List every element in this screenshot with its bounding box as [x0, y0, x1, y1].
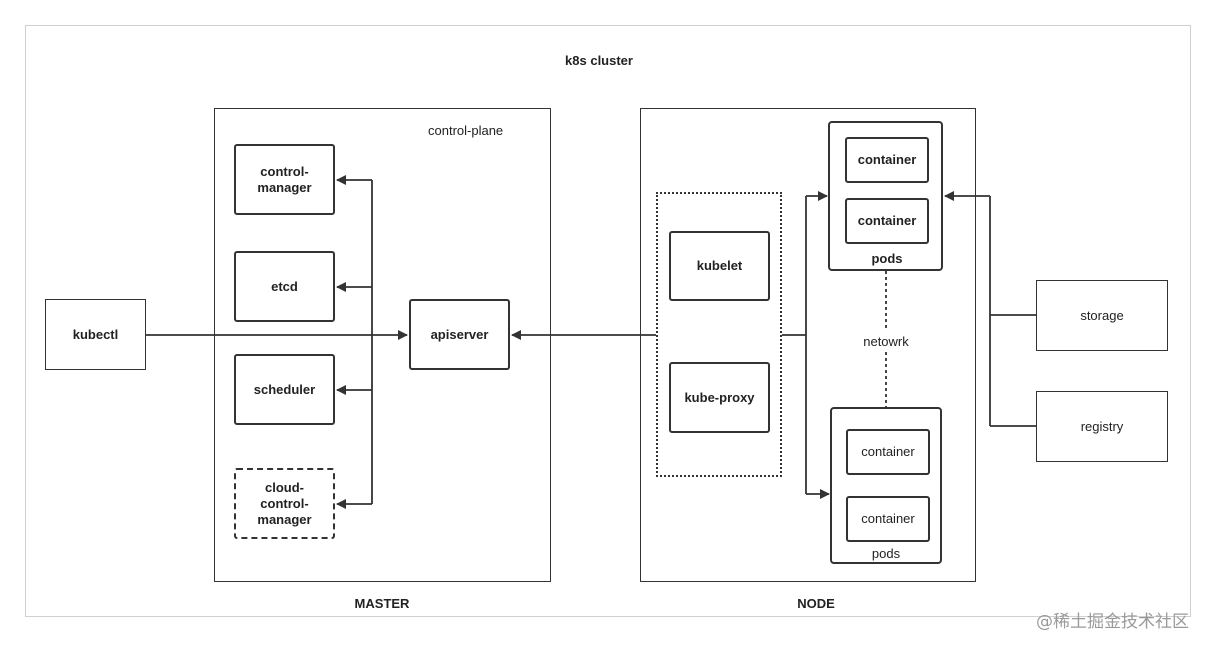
watermark: @稀土掘金技术社区: [1036, 612, 1189, 632]
registry-box[interactable]: registry: [1036, 391, 1168, 462]
storage-box[interactable]: storage: [1036, 280, 1168, 351]
pods-bottom-label: pods: [871, 546, 901, 561]
cluster-boundary: [25, 25, 1191, 617]
pods-top-label: pods: [871, 251, 903, 266]
pods-top-container-1[interactable]: container: [845, 137, 929, 183]
etcd-box[interactable]: etcd: [234, 251, 335, 322]
pods-bottom-container-2[interactable]: container: [846, 496, 930, 542]
node-frame: [640, 108, 976, 582]
node-agent-group: [656, 192, 782, 477]
pods-top-container-2[interactable]: container: [845, 198, 929, 244]
cluster-title: k8s cluster: [565, 53, 633, 68]
master-frame: [214, 108, 551, 582]
control-manager-box[interactable]: control- manager: [234, 144, 335, 215]
node-label: NODE: [797, 596, 835, 611]
cloud-control-manager-box[interactable]: cloud- control- manager: [234, 468, 335, 539]
pods-bottom-container-1[interactable]: container: [846, 429, 930, 475]
apiserver-box[interactable]: apiserver: [409, 299, 510, 370]
scheduler-box[interactable]: scheduler: [234, 354, 335, 425]
pods-bottom-frame[interactable]: [830, 407, 942, 564]
network-label: netowrk: [861, 334, 911, 349]
kubelet-box[interactable]: kubelet: [669, 231, 770, 301]
kubectl-box[interactable]: kubectl: [45, 299, 146, 370]
kube-proxy-box[interactable]: kube-proxy: [669, 362, 770, 433]
pods-top-frame[interactable]: [828, 121, 943, 271]
master-label: MASTER: [354, 596, 410, 611]
control-plane-label: control-plane: [428, 123, 504, 138]
